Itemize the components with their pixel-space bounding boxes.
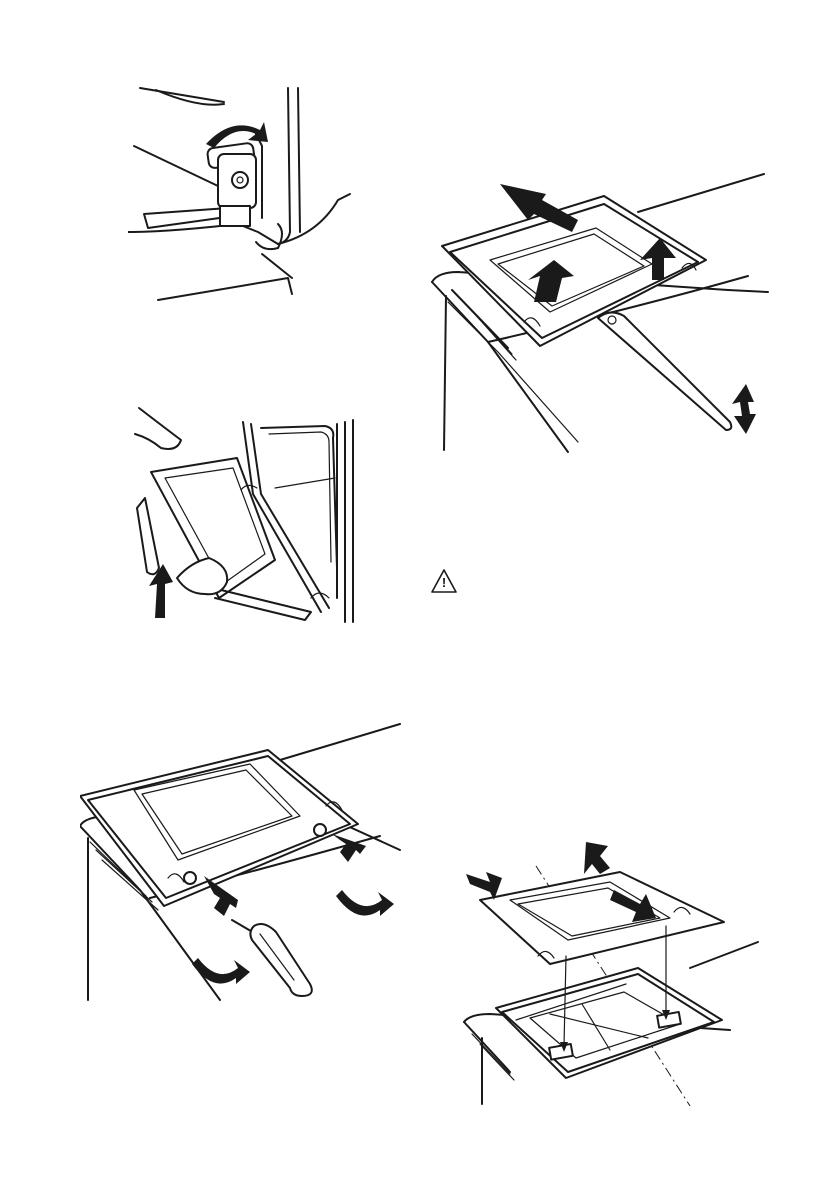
figure-glass-lift [428,172,774,456]
door-lift-illustration [125,398,361,626]
figure-hinge-lever [128,82,358,304]
figure-panel-reinstall [460,838,760,1106]
hinge-lever-illustration [128,82,358,304]
figure-door-removal [125,398,361,626]
figure-screw-removal [80,720,402,1004]
panel-insert-illustration [460,838,760,1106]
glass-panel-lift-illustration [428,172,774,456]
screwdriver-illustration [80,720,402,1004]
warning-triangle-icon: ! [430,568,458,594]
warning-symbol: ! [430,576,458,590]
